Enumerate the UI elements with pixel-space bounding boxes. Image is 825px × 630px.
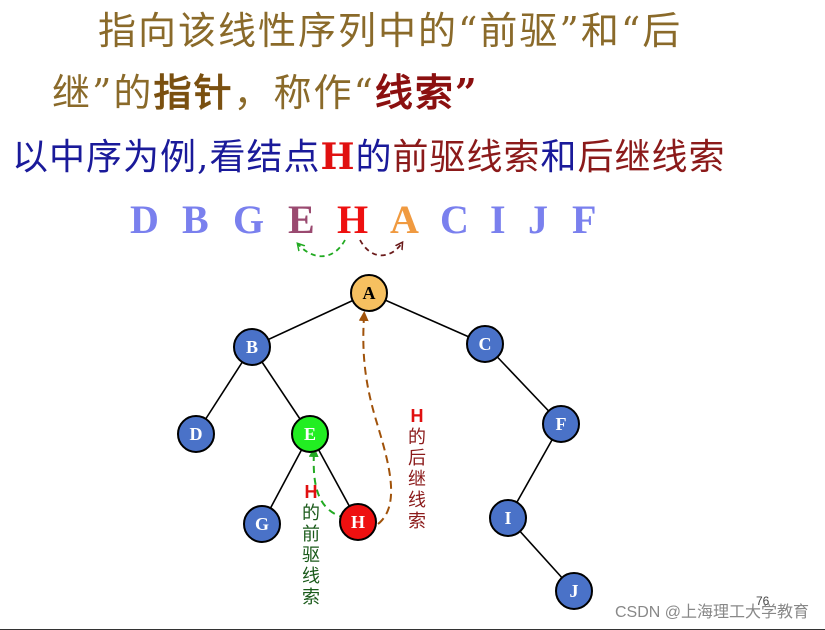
pred-label-char: 的 (302, 503, 320, 524)
tree-edge-a-b (251, 292, 370, 348)
pred-label-char: 线 (302, 566, 320, 587)
succ-thread-label: H 的 后 继 线 索 (406, 406, 428, 532)
seq-letter-a: A (390, 197, 419, 242)
inorder-prefix: 以中序为例,看结点 (12, 137, 321, 178)
tree-node-circle (339, 503, 377, 541)
tree-node-label: D (190, 424, 203, 444)
tree-node-label: H (351, 512, 365, 532)
seq-letter-i: I (490, 197, 506, 242)
seq-letter-b: B (182, 197, 209, 242)
intro-line-2-prefix: 继”的 (52, 71, 154, 115)
tree-node-circle (243, 505, 281, 543)
seq-letter-f: F (572, 197, 597, 242)
inorder-example-line: 以中序为例,看结点H的前驱线索和后继线索 (12, 128, 726, 180)
pred-label-h: H (304, 482, 318, 502)
pred-label-char: 驱 (302, 545, 320, 566)
tree-node-label: A (363, 283, 376, 303)
tree-node-circle (291, 415, 329, 453)
tree-node-label: E (304, 424, 316, 444)
seq-letter-g: G (233, 197, 265, 242)
succ-label-h: H (410, 406, 424, 426)
succ-thread-term: 后继线索 (577, 137, 726, 178)
tree-node-e: E (291, 415, 329, 453)
pred-thread-term: 前驱线索 (392, 137, 541, 178)
tree-node-d: D (177, 415, 215, 453)
pointer-term: 指针 (153, 70, 234, 115)
succ-thread-arrow (358, 311, 393, 525)
tree-node-circle (350, 274, 388, 312)
tree-node-circle (489, 499, 527, 537)
tree-nodes: A B C D E F G H I J (177, 274, 593, 610)
pred-thread-label: H 的 前 驱 线 索 (300, 482, 322, 608)
seq-letter-e: E (288, 197, 315, 242)
seq-letter-d: D (130, 197, 159, 242)
succ-label-char: 线 (408, 490, 426, 511)
inorder-and: 和 (540, 137, 578, 178)
tree-node-label: G (255, 514, 269, 534)
tree-node-circle (466, 325, 504, 363)
tree-node-c: C (466, 325, 504, 363)
seq-letter-h: H (337, 197, 369, 242)
tree-edge-a-c (368, 292, 486, 345)
tree-node-circle (233, 328, 271, 366)
seq-letter-c: C (440, 197, 469, 242)
tree-node-b: B (233, 328, 271, 366)
tree-node-j: J (555, 572, 593, 610)
watermark: CSDN @上海理工大学教育 (614, 604, 809, 621)
tree-node-label: C (479, 334, 492, 354)
succ-label-char: 的 (408, 427, 426, 448)
tree-node-label: I (504, 508, 511, 528)
tree-node-f: F (542, 405, 580, 443)
tree-node-label: F (556, 414, 567, 434)
tree-node-g: G (243, 505, 281, 543)
seq-letter-j: J (528, 197, 548, 242)
inorder-de: 的 (355, 137, 393, 178)
thread-term: 线索 (374, 70, 455, 115)
tree-node-a: A (350, 274, 388, 312)
seq-succ-arrow (359, 239, 402, 257)
tree-node-circle (555, 572, 593, 610)
intro-line-2-suffix: ” (454, 70, 479, 115)
tree-node-h: H (339, 503, 377, 541)
pred-label-char: 索 (302, 587, 320, 608)
intro-line-2-mid: ，称作“ (233, 71, 375, 115)
page-number: 76 (756, 594, 770, 608)
seq-pred-arrow (298, 239, 346, 258)
tree-node-circle (177, 415, 215, 453)
tree-node-label: B (246, 337, 258, 357)
succ-label-char: 后 (408, 448, 426, 469)
intro-line-1: 指向该线性序列中的“前驱”和“后 (98, 9, 683, 53)
tree-node-circle (542, 405, 580, 443)
tree-node-i: I (489, 499, 527, 537)
node-h-reference: H (320, 136, 356, 178)
succ-label-char: 继 (408, 469, 426, 490)
tree-node-label: J (570, 581, 579, 601)
pred-label-char: 前 (302, 524, 320, 545)
succ-label-char: 索 (408, 511, 426, 532)
intro-line-2: 继”的指针，称作“线索” (52, 62, 479, 117)
